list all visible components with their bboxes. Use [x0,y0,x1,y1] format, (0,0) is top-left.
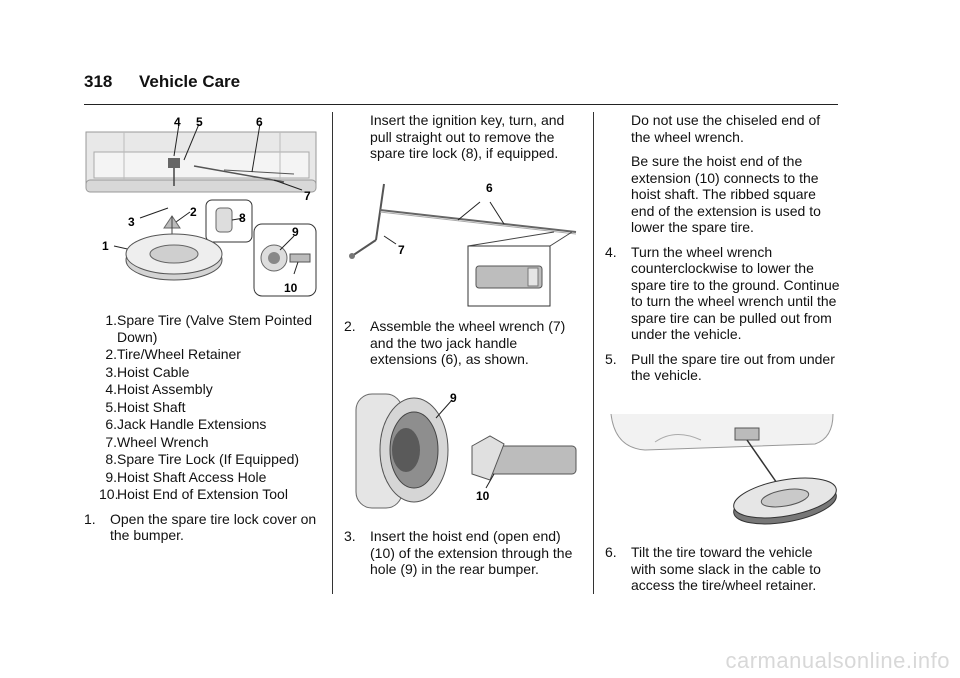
column-2: Insert the ignition key, turn, and pull … [344,112,579,170]
step-6: 6.Tilt the tire toward the vehicle with … [605,544,821,593]
column-3-lower: 6.Tilt the tire toward the vehicle with … [605,544,840,602]
step-1: 1.Open the spare tire lock cover on the … [84,510,317,544]
callout-legend: 1.Spare Tire (Valve Stem Pointed Down) 2… [84,312,322,503]
legend-item: 4.Hoist Assembly [105,381,213,397]
column-2-lower: 3.Insert the hoist end (open end) (10) o… [344,528,579,586]
watermark: carmanualsonline.info [725,648,950,673]
figure-hoist-end: 9 10 [355,391,577,509]
column-divider [332,112,333,594]
page-header: 318 Vehicle Care [84,70,838,105]
page-number: 318 [84,72,113,91]
callout-4: 4 [174,115,181,129]
callout-8: 8 [239,211,246,225]
column-2-mid: 2.Assemble the wheel wrench (7) and the … [344,318,579,376]
legend-item: 8.Spare Tire Lock (If Equipped) [105,451,300,467]
section-title: Vehicle Care [139,72,241,91]
column-3: Do not use the chiseled end of the wheel… [605,112,840,392]
callout-6: 6 [256,115,263,129]
legend-item: 7.Wheel Wrench [105,433,209,450]
legend-item: 9.Hoist Shaft Access Hole [105,468,267,485]
step-4: 4.Turn the wheel wrench counterclockwise… [605,243,840,343]
figure-spare-tire-hoist: 4 5 6 7 2 3 8 1 9 10 [85,115,317,297]
column-divider [593,112,594,594]
callout-7: 7 [398,243,405,257]
column-1: 1.Spare Tire (Valve Stem Pointed Down) 2… [84,312,322,552]
legend-item: 3.Hoist Cable [105,363,190,380]
legend-item: 10.Hoist End of Extension Tool [99,486,288,502]
callout-3: 3 [128,215,135,229]
callout-10: 10 [476,489,490,503]
note-paragraph-1: Do not use the chiseled end of the wheel… [631,112,821,145]
legend-item: 6.Jack Handle Extensions [105,416,267,432]
figure-wrench-assembly: 6 7 [349,181,577,307]
callout-7: 7 [304,189,311,203]
step-5: 5.Pull the spare tire out from under the… [605,350,835,384]
callout-5: 5 [196,115,203,129]
callout-10: 10 [284,281,298,295]
legend-item: 1.Spare Tire (Valve Stem Pointed Down) [105,312,313,345]
callout-6: 6 [486,181,493,195]
callout-9: 9 [450,391,457,405]
note-paragraph-2: Be sure the hoist end of the extension (… [631,153,821,235]
intro-paragraph: Insert the ignition key, turn, and pull … [370,112,565,161]
step-2: 2.Assemble the wheel wrench (7) and the … [344,318,566,367]
callout-9: 9 [292,225,299,239]
callout-1: 1 [102,239,109,253]
legend-item: 5.Hoist Shaft [105,398,186,415]
legend-item: 2.Tire/Wheel Retainer [105,346,241,362]
figure-tire-removal [610,413,837,525]
callout-2: 2 [190,205,197,219]
step-3: 3.Insert the hoist end (open end) (10) o… [344,528,573,577]
